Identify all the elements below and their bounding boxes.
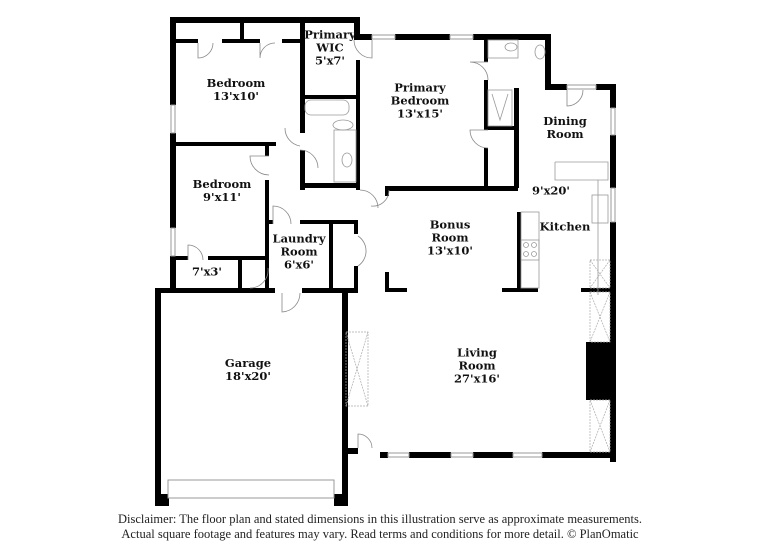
room-dims: 18'x20' bbox=[225, 369, 271, 383]
room-label-primary-bedroom: Primary Bedroom 13'x15' bbox=[390, 80, 450, 121]
walls bbox=[155, 17, 616, 506]
room-name: Bedroom bbox=[206, 76, 266, 90]
room-name-line2: Bedroom bbox=[390, 93, 450, 108]
room-dims: 7'x3' bbox=[192, 264, 222, 279]
room-label-bedroom-1: Bedroom 13'x10' bbox=[207, 77, 266, 103]
disclaimer: Disclaimer: The floor plan and stated di… bbox=[0, 512, 760, 542]
room-label-closet: 7'x3' bbox=[192, 264, 222, 279]
room-name-line1: Primary bbox=[394, 80, 446, 95]
room-label-bedroom-2: Bedroom 9'x11' bbox=[193, 178, 252, 204]
room-label-dining-kitchen-dims: 9'x20' bbox=[532, 183, 570, 198]
shelving bbox=[345, 259, 611, 453]
room-dims: 9'x20' bbox=[532, 183, 570, 198]
room-label-bonus-room: Bonus Room 13'x10' bbox=[427, 217, 473, 258]
room-label-laundry-room: Laundry Room 6'x6' bbox=[272, 231, 326, 272]
room-name-line1: Living bbox=[457, 345, 497, 360]
room-dims: 13'x15' bbox=[397, 106, 443, 121]
room-dims: 13'x10' bbox=[213, 89, 259, 103]
room-dims: 27'x16' bbox=[454, 371, 500, 386]
room-label-primary-wic: Primary WIC 5'x7' bbox=[304, 27, 356, 68]
room-name: Garage bbox=[224, 356, 272, 370]
room-name-line2: Room bbox=[280, 244, 318, 259]
room-name-line2: Room bbox=[546, 127, 584, 141]
doors bbox=[187, 39, 584, 449]
room-name: Kitchen bbox=[539, 219, 591, 234]
room-name-line1: Primary bbox=[304, 27, 356, 42]
room-dims: 9'x11' bbox=[203, 190, 241, 204]
room-label-kitchen: Kitchen bbox=[539, 219, 591, 234]
disclaimer-line-2: Actual square footage and features may v… bbox=[121, 527, 639, 541]
windows bbox=[167, 34, 616, 499]
room-label-garage: Garage 18'x20' bbox=[225, 357, 271, 383]
room-dims: 5'x7' bbox=[315, 53, 345, 68]
room-name-line2: WIC bbox=[316, 40, 344, 55]
room-label-living-room: Living Room 27'x16' bbox=[454, 345, 500, 386]
disclaimer-line-1: Disclaimer: The floor plan and stated di… bbox=[118, 512, 642, 526]
room-dims: 6'x6' bbox=[284, 257, 314, 272]
room-label-dining-room: Dining Room bbox=[543, 115, 586, 141]
room-name-line1: Dining bbox=[543, 114, 587, 128]
room-name-line2: Room bbox=[431, 230, 469, 245]
fixtures bbox=[304, 39, 609, 295]
room-name-line1: Laundry bbox=[272, 231, 326, 246]
room-name: Bedroom bbox=[192, 177, 252, 191]
room-dims: 13'x10' bbox=[427, 243, 473, 258]
room-name-line1: Bonus bbox=[429, 217, 471, 232]
room-name-line2: Room bbox=[458, 358, 496, 373]
